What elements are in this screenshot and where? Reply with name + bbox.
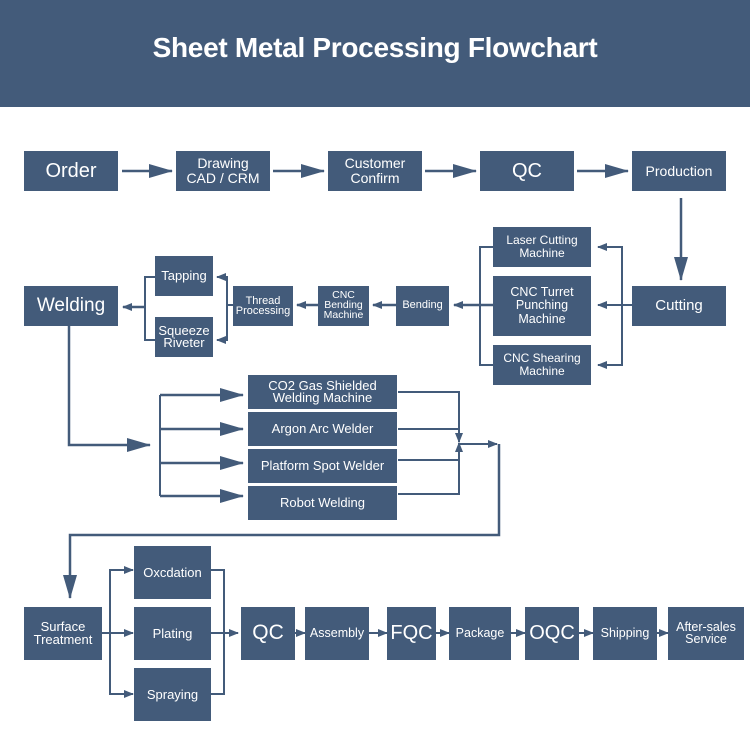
step-drawing: Drawing CAD / CRM: [176, 151, 270, 191]
step-qc-final: QC: [241, 607, 295, 660]
step-customer-confirm: Customer Confirm: [328, 151, 422, 191]
machine-cnc-bending: CNC Bending Machine: [318, 286, 369, 326]
machine-cnc-turret-punching: CNC Turret Punching Machine: [493, 276, 591, 336]
step-after-sales-service: After-sales Service: [668, 607, 744, 660]
step-bending: Bending: [396, 286, 449, 326]
step-fqc: FQC: [387, 607, 436, 660]
method-robot-welding: Robot Welding: [248, 486, 397, 520]
step-package: Package: [449, 607, 511, 660]
step-assembly: Assembly: [305, 607, 369, 660]
title-banner: Sheet Metal Processing Flowchart: [0, 0, 750, 107]
machine-laser-cutting: Laser Cutting Machine: [493, 227, 591, 267]
step-qc: QC: [480, 151, 574, 191]
step-order: Order: [24, 151, 118, 191]
step-surface-treatment: Surface Treatment: [24, 607, 102, 660]
machine-cnc-shearing: CNC Shearing Machine: [493, 345, 591, 385]
treatment-spraying: Spraying: [134, 668, 211, 721]
step-welding: Welding: [24, 286, 118, 326]
treatment-plating: Plating: [134, 607, 211, 660]
step-shipping: Shipping: [593, 607, 657, 660]
page-title: Sheet Metal Processing Flowchart: [152, 32, 598, 63]
method-co2-gas-shielded: CO2 Gas Shielded Welding Machine: [248, 375, 397, 409]
method-argon-arc: Argon Arc Welder: [248, 412, 397, 446]
step-tapping: Tapping: [155, 256, 213, 296]
treatment-oxidation: Oxcdation: [134, 546, 211, 599]
step-thread-processing: Thread Processing: [233, 286, 293, 326]
step-squeeze-riveter: Squeeze Riveter: [155, 317, 213, 357]
step-cutting: Cutting: [632, 286, 726, 326]
method-platform-spot: Platform Spot Welder: [248, 449, 397, 483]
step-oqc: OQC: [525, 607, 579, 660]
step-production: Production: [632, 151, 726, 191]
